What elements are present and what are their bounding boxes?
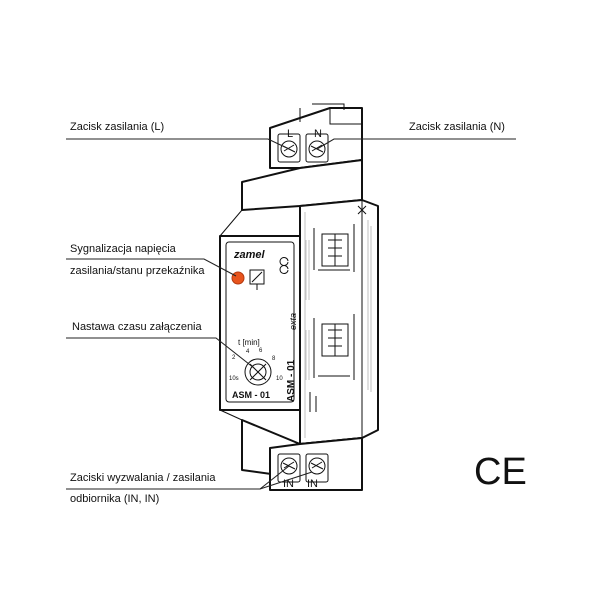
leader-signal (66, 258, 237, 277)
callout-time-setting: Nastawa czasu załączenia (72, 321, 203, 333)
dial-unit-label: t [min] (238, 338, 260, 347)
callout-trigger-line2: odbiornika (IN, IN) (70, 493, 159, 505)
side-brand-text: exta (288, 313, 298, 330)
callout-terminal-l: Zacisk zasilania (L) (70, 121, 164, 133)
model-label: ASM - 01 (232, 390, 270, 400)
top-screw-n (308, 140, 326, 158)
dial-tick-8: 8 (272, 356, 276, 362)
callout-signal-line2: zasilania/stanu przekaźnika (70, 265, 205, 277)
terminal-letter-l: L (287, 128, 293, 140)
wiring-schematic-top (313, 224, 355, 272)
callout-trigger-line1: Zaciski wyzwalania / zasilania (70, 472, 216, 484)
ce-mark: CE (474, 451, 527, 493)
leader-terminal-n (316, 138, 516, 150)
dial-tick-6: 6 (259, 348, 263, 354)
dial-tick-10: 10 (276, 376, 283, 382)
leader-terminal-l (66, 138, 290, 150)
wiring-schematic-bottom (313, 314, 355, 380)
brand-logo: zamel (233, 249, 266, 261)
terminal-letter-in-1: IN (283, 478, 294, 490)
top-screw-l (280, 140, 298, 158)
status-led (231, 271, 245, 285)
side-ce-mark (279, 257, 289, 274)
bottom-screw-in-1 (280, 457, 298, 475)
terminal-letter-in-2: IN (307, 478, 318, 490)
leader-trigger-branch (259, 471, 313, 490)
callout-terminal-n: Zacisk zasilania (N) (409, 121, 505, 133)
terminal-letter-n: N (314, 128, 322, 140)
dial-tick-2: 2 (232, 355, 236, 361)
bottom-screw-in-2 (308, 457, 326, 475)
side-model-text: ASM - 01 (286, 359, 297, 402)
relay-device: L N IN IN zamel t [min] (219, 103, 379, 491)
dial-tick-4: 4 (246, 349, 250, 355)
leader-time-setting (66, 337, 255, 369)
callout-signal-line1: Sygnalizacja napięcia (70, 243, 177, 255)
dial-tick-10s: 10s (229, 376, 239, 382)
